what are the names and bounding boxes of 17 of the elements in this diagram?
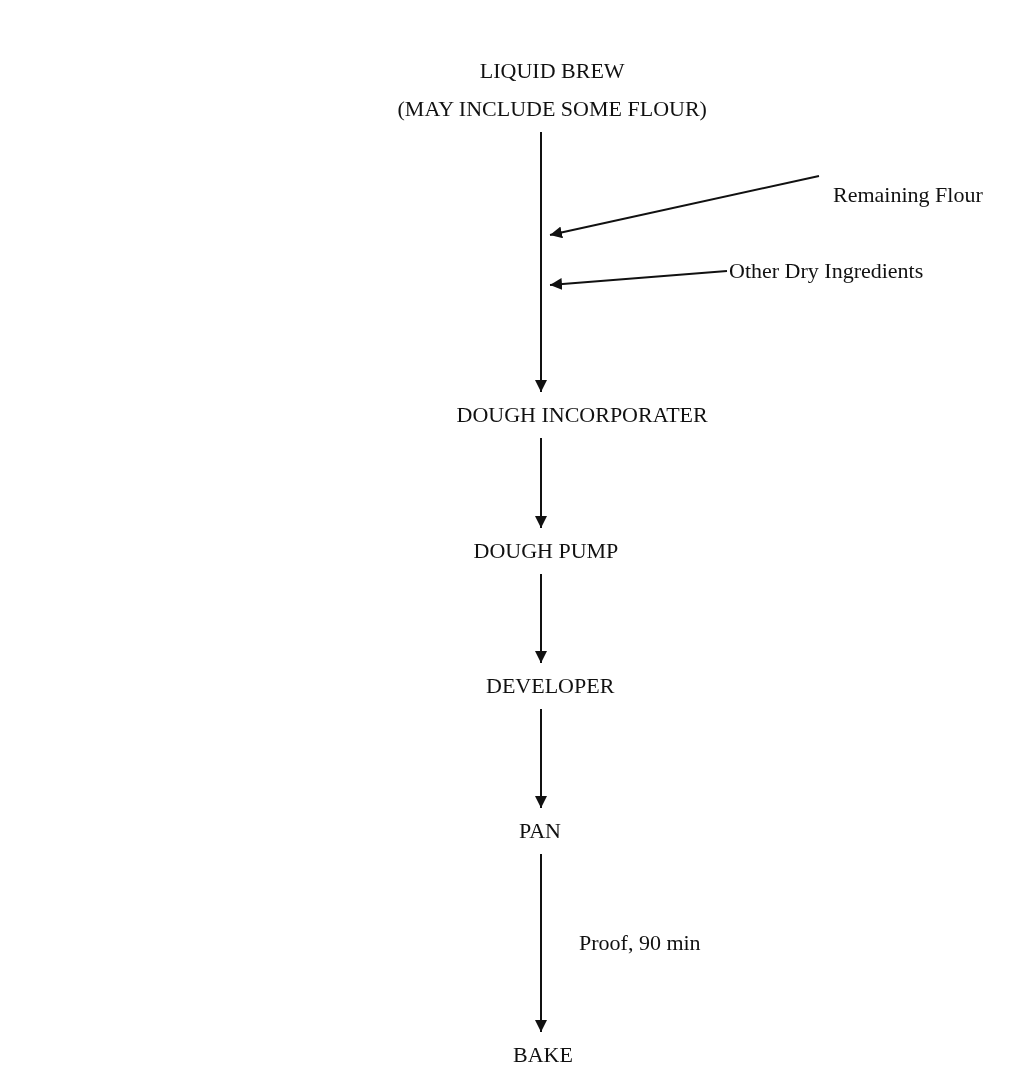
ingredient-label: Other Dry Ingredients bbox=[729, 257, 924, 285]
arrow bbox=[535, 131, 547, 393]
process-step-label: BAKE bbox=[513, 1041, 573, 1069]
ingredient-label: Remaining Flour bbox=[833, 181, 983, 209]
process-step-label: PAN bbox=[519, 817, 561, 845]
arrow bbox=[535, 573, 547, 664]
arrow bbox=[549, 270, 728, 291]
arrow bbox=[535, 437, 547, 529]
arrow bbox=[549, 175, 820, 239]
process-step-label: LIQUID BREW bbox=[478, 57, 626, 85]
arrow bbox=[535, 853, 547, 1033]
edge-label: Proof, 90 min bbox=[579, 930, 701, 956]
process-step-label: DEVELOPER bbox=[486, 672, 615, 700]
arrow bbox=[535, 708, 547, 809]
process-step-label: (MAY INCLUDE SOME FLOUR) bbox=[397, 95, 707, 123]
process-step-label: DOUGH PUMP bbox=[473, 537, 619, 565]
process-step-label: DOUGH INCORPORATER bbox=[456, 401, 708, 429]
